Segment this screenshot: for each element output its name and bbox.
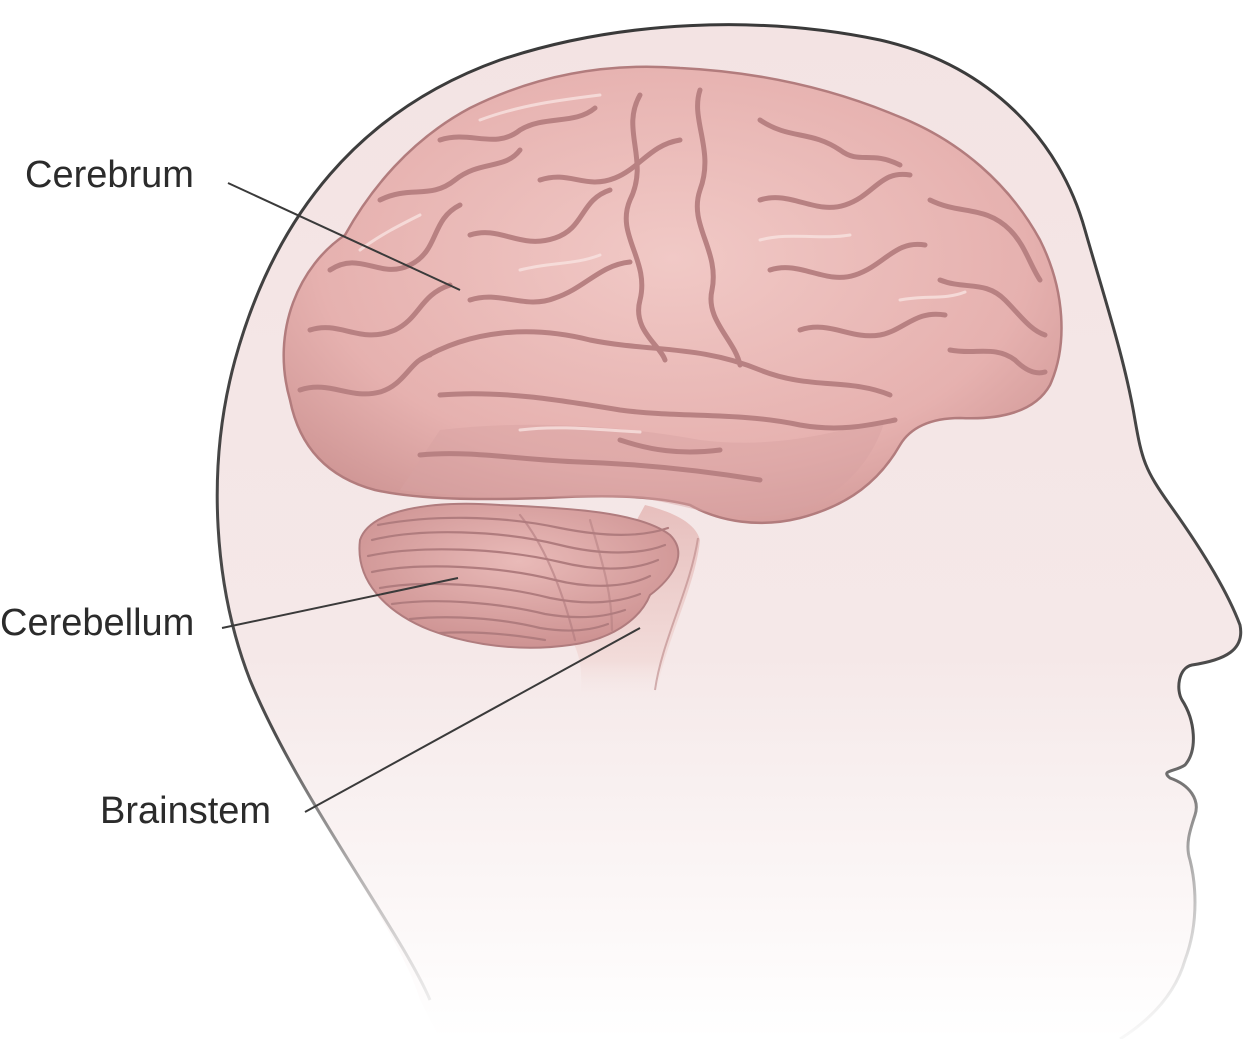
label-cerebrum-text: Cerebrum: [25, 154, 194, 196]
label-cerebellum-text: Cerebellum: [0, 602, 194, 644]
label-brainstem-text: Brainstem: [100, 790, 271, 832]
